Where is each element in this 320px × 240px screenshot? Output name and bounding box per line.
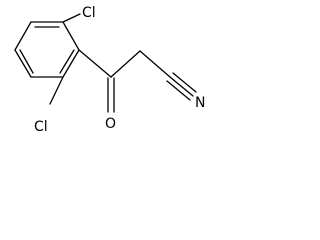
bond-ring-inner-left [19, 49, 34, 74]
bond-carbonyl-to-ch2 [110, 50, 141, 78]
benzene-ring [14, 21, 80, 78]
bond-nitrile-1 [169, 76, 194, 97]
bond-nitrile-3 [166, 80, 191, 101]
bond-nitrile-2 [172, 72, 197, 93]
bond-cl-bottom [49, 76, 64, 105]
bond-ring-inner-right [59, 49, 75, 74]
bond-ring-to-carbonyl [78, 49, 112, 78]
bond-ring-lower-right [62, 49, 80, 78]
bond-cl-top [62, 13, 81, 23]
oxygen-label: O [105, 116, 116, 132]
cl-top-label: Cl [82, 5, 96, 21]
bond-ring-upper-right [62, 21, 80, 51]
nitrogen-label: N [195, 95, 205, 111]
cl-bottom-label: Cl [34, 119, 48, 135]
bond-ring-lower-left [14, 49, 32, 78]
bond-ch2-to-nitrile-c [139, 50, 171, 78]
chemical-structure: Cl Cl O N [14, 5, 205, 135]
bond-ring-upper-left [14, 21, 32, 51]
